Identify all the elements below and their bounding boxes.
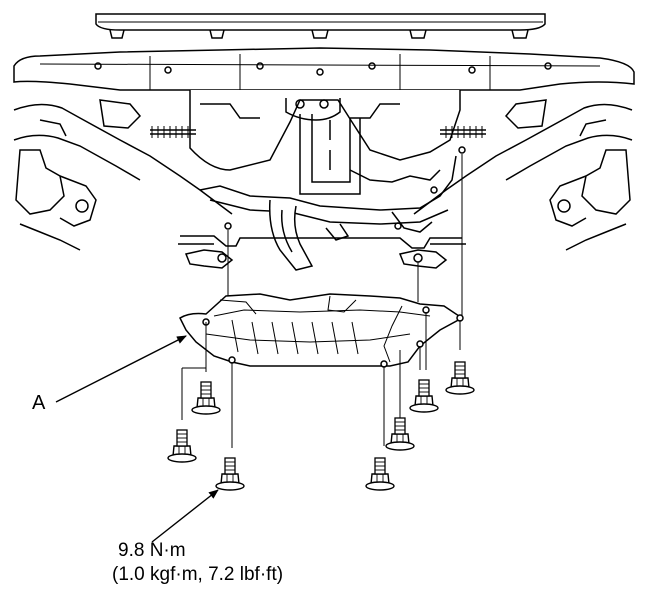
flange-bolt <box>409 379 439 413</box>
bumper-beam <box>95 13 546 39</box>
alignment-lines <box>181 154 463 448</box>
flange-bolt <box>191 381 221 415</box>
front-subframe <box>13 47 635 271</box>
torque-spec-nm: 9.8 N·m <box>118 540 186 561</box>
torque-spec-kgf-lbf: (1.0 kgf·m, 7.2 lbf·ft) <box>112 564 284 585</box>
leader-arrows <box>55 335 219 543</box>
flange-bolt <box>167 429 197 463</box>
flange-bolt <box>445 361 475 395</box>
flange-bolts <box>167 361 475 491</box>
splash-shield <box>179 293 464 368</box>
flange-bolt <box>365 457 395 491</box>
torque-leader <box>151 489 219 543</box>
flange-bolt <box>385 417 415 451</box>
part-a-callout: A <box>32 392 46 414</box>
part-a-leader <box>55 335 187 403</box>
flange-bolt <box>215 457 245 491</box>
